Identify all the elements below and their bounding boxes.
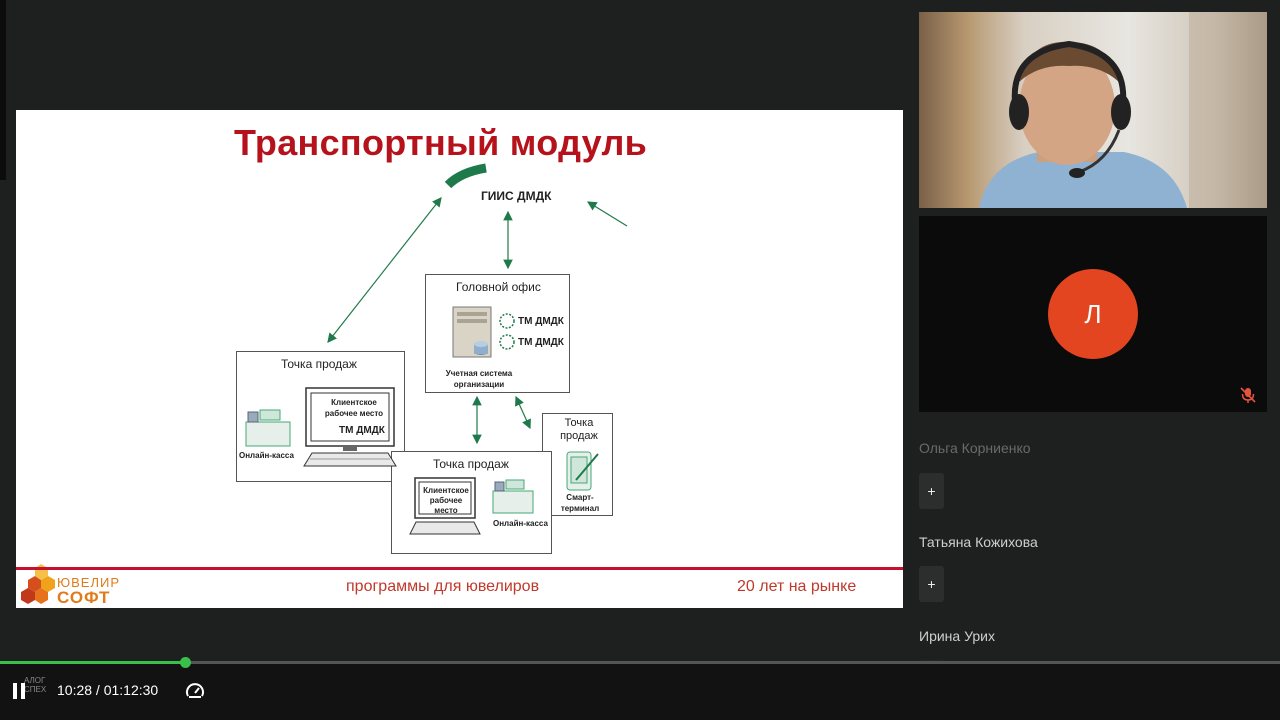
speaker-video-tile [919, 12, 1267, 208]
kassa-center-label: Онлайн-касса [493, 519, 548, 528]
add-participant-button-2[interactable]: + [919, 566, 944, 602]
progress-track[interactable] [0, 661, 1280, 664]
diagram-graphics [21, 163, 628, 604]
head-office-box [425, 274, 570, 393]
server-icon [452, 306, 492, 358]
left-edge-bar [0, 0, 6, 180]
tm-icon-2 [499, 334, 515, 350]
participant-name-3: Ирина Урих [919, 628, 995, 644]
kassa-left-label: Онлайн-касса [239, 451, 294, 460]
tm-left-label: ТМ ДМДК [339, 425, 385, 436]
speaker-video-frame [979, 12, 1267, 208]
pos-left-label: Точка продаж [281, 357, 357, 371]
workstation-left-label: Клиентское рабочее место [324, 398, 384, 418]
arrow-office-pos-right [515, 395, 531, 430]
progress-handle[interactable] [180, 657, 191, 668]
tm-icon-1 [499, 313, 515, 329]
arrow-right-giis [586, 201, 628, 227]
slide-title: Транспортный модуль [234, 122, 648, 163]
smart-terminal-label: Смарт-терминал [560, 493, 600, 513]
participant-name-2: Татьяна Кожихова [919, 534, 1038, 550]
giis-label: ГИИС ДМДК [481, 189, 552, 203]
logo-word-2: СОФТ [57, 588, 111, 607]
participant-tile: Л [919, 216, 1267, 412]
smart-terminal-icon [566, 451, 599, 491]
accounting-label: Учетная система организации [445, 369, 513, 389]
channel-watermark: АЛОГ СПЕХ [24, 676, 47, 694]
head-office-label: Головной офис [456, 280, 541, 294]
pos-center-label: Точка продаж [433, 457, 509, 471]
arrow-giis-pos-left [327, 197, 442, 343]
playback-speed-icon[interactable] [184, 680, 206, 702]
pause-icon[interactable] [13, 683, 27, 699]
progress-fill [0, 661, 185, 664]
tm-label-2: ТМ ДМДК [518, 337, 564, 348]
cash-register-icon-left [245, 409, 291, 447]
footer-tagline: программы для ювелиров [346, 578, 540, 595]
footer-divider [16, 567, 903, 570]
add-participant-button-1[interactable]: + [919, 473, 944, 509]
yuvelirsoft-logo-icon [21, 564, 55, 604]
presentation-slide: Транспортный модуль ГИИС ДМДК Головной о… [16, 110, 903, 608]
cash-register-icon-center [492, 479, 534, 514]
tm-label-1: ТМ ДМДК [518, 316, 564, 327]
logo-word-1: ЮВЕЛИР [57, 575, 121, 590]
avatar: Л [1048, 269, 1138, 359]
player-controls [0, 664, 1280, 720]
monitor-icon-left [303, 387, 397, 467]
participant-name-1: Ольга Корниенко [919, 440, 1031, 456]
logo-arc [444, 163, 487, 189]
monitor-icon-center [409, 477, 481, 535]
mic-muted-icon [1240, 387, 1256, 403]
playback-time: 10:28 / 01:12:30 [57, 682, 159, 698]
workstation-center-label: Клиентское рабочее место [423, 486, 469, 515]
pos-right-label: Точка продаж [560, 417, 598, 442]
footer-years: 20 лет на рынке [737, 578, 857, 595]
